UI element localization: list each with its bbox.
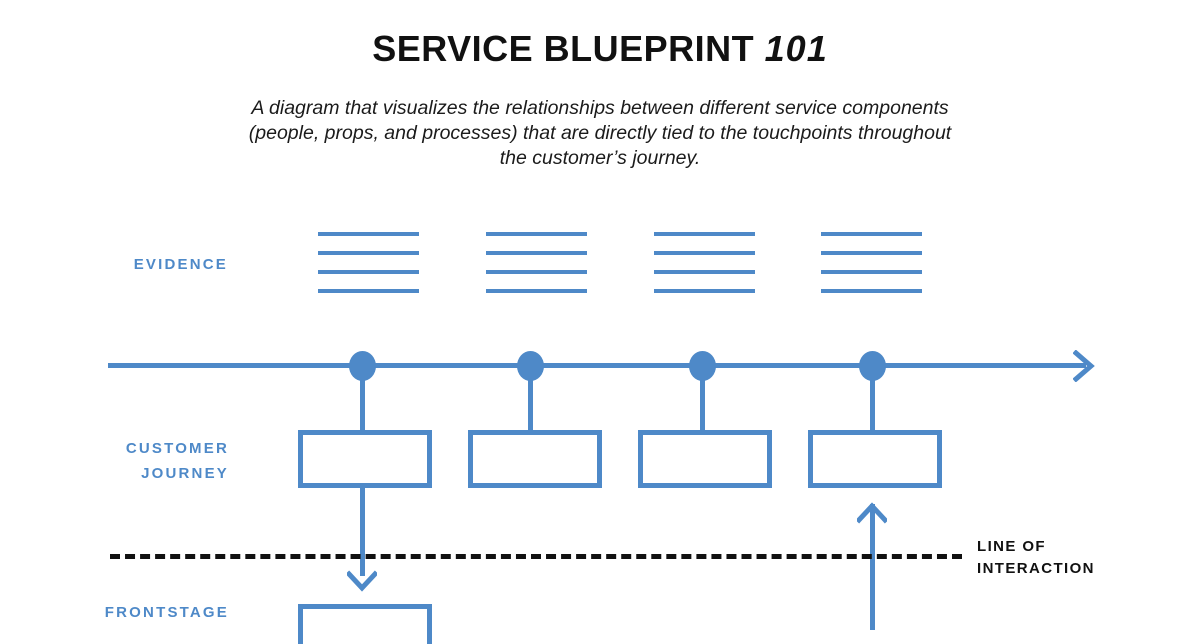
blueprint-canvas: SERVICE BLUEPRINT 101 A diagram that vis…	[0, 28, 1200, 644]
evidence-line	[654, 232, 755, 236]
arrow-up-icon	[855, 502, 889, 524]
evidence-line	[654, 289, 755, 293]
timeline-axis	[108, 363, 1086, 368]
journey-step-box[interactable]	[468, 430, 602, 488]
evidence-line	[318, 270, 419, 274]
touchpoint-dot[interactable]	[689, 351, 716, 381]
evidence-line	[821, 289, 922, 293]
evidence-line	[486, 251, 587, 255]
evidence-group	[486, 232, 587, 294]
evidence-group	[654, 232, 755, 294]
connector-up-line	[870, 504, 875, 630]
evidence-line	[318, 251, 419, 255]
evidence-line	[654, 251, 755, 255]
journey-step-box[interactable]	[298, 430, 432, 488]
page-title: SERVICE BLUEPRINT 101	[0, 28, 1200, 70]
touchpoint-stem	[528, 366, 533, 432]
arrow-down-icon	[345, 570, 379, 592]
row-label-evidence: EVIDENCE	[133, 256, 228, 273]
evidence-line	[486, 232, 587, 236]
evidence-line	[821, 232, 922, 236]
evidence-line	[821, 270, 922, 274]
touchpoint-stem	[870, 366, 875, 432]
journey-step-box[interactable]	[808, 430, 942, 488]
touchpoint-dot[interactable]	[859, 351, 886, 381]
touchpoint-dot[interactable]	[517, 351, 544, 381]
page-title-main: SERVICE BLUEPRINT	[372, 28, 765, 69]
frontstage-step-box[interactable]	[298, 604, 432, 644]
evidence-line	[654, 270, 755, 274]
timeline-arrow-right-icon	[1072, 349, 1095, 383]
touchpoint-stem	[360, 366, 365, 432]
journey-step-box[interactable]	[638, 430, 772, 488]
page-subtitle: A diagram that visualizes the relationsh…	[248, 97, 952, 169]
page-title-number: 101	[764, 28, 828, 69]
touchpoint-dot[interactable]	[349, 351, 376, 381]
touchpoint-stem	[700, 366, 705, 432]
evidence-line	[318, 289, 419, 293]
row-label-frontstage: FRONTSTAGE	[104, 604, 229, 621]
evidence-line	[318, 232, 419, 236]
evidence-group	[821, 232, 922, 294]
evidence-line	[486, 270, 587, 274]
evidence-line	[486, 289, 587, 293]
evidence-line	[821, 251, 922, 255]
row-label-customer-journey: CUSTOMER JOURNEY	[125, 440, 229, 482]
line-of-interaction-divider	[110, 554, 962, 559]
line-of-interaction-label: LINE OF INTERACTION	[977, 538, 1095, 577]
connector-down-line	[360, 488, 365, 576]
evidence-group	[318, 232, 419, 294]
